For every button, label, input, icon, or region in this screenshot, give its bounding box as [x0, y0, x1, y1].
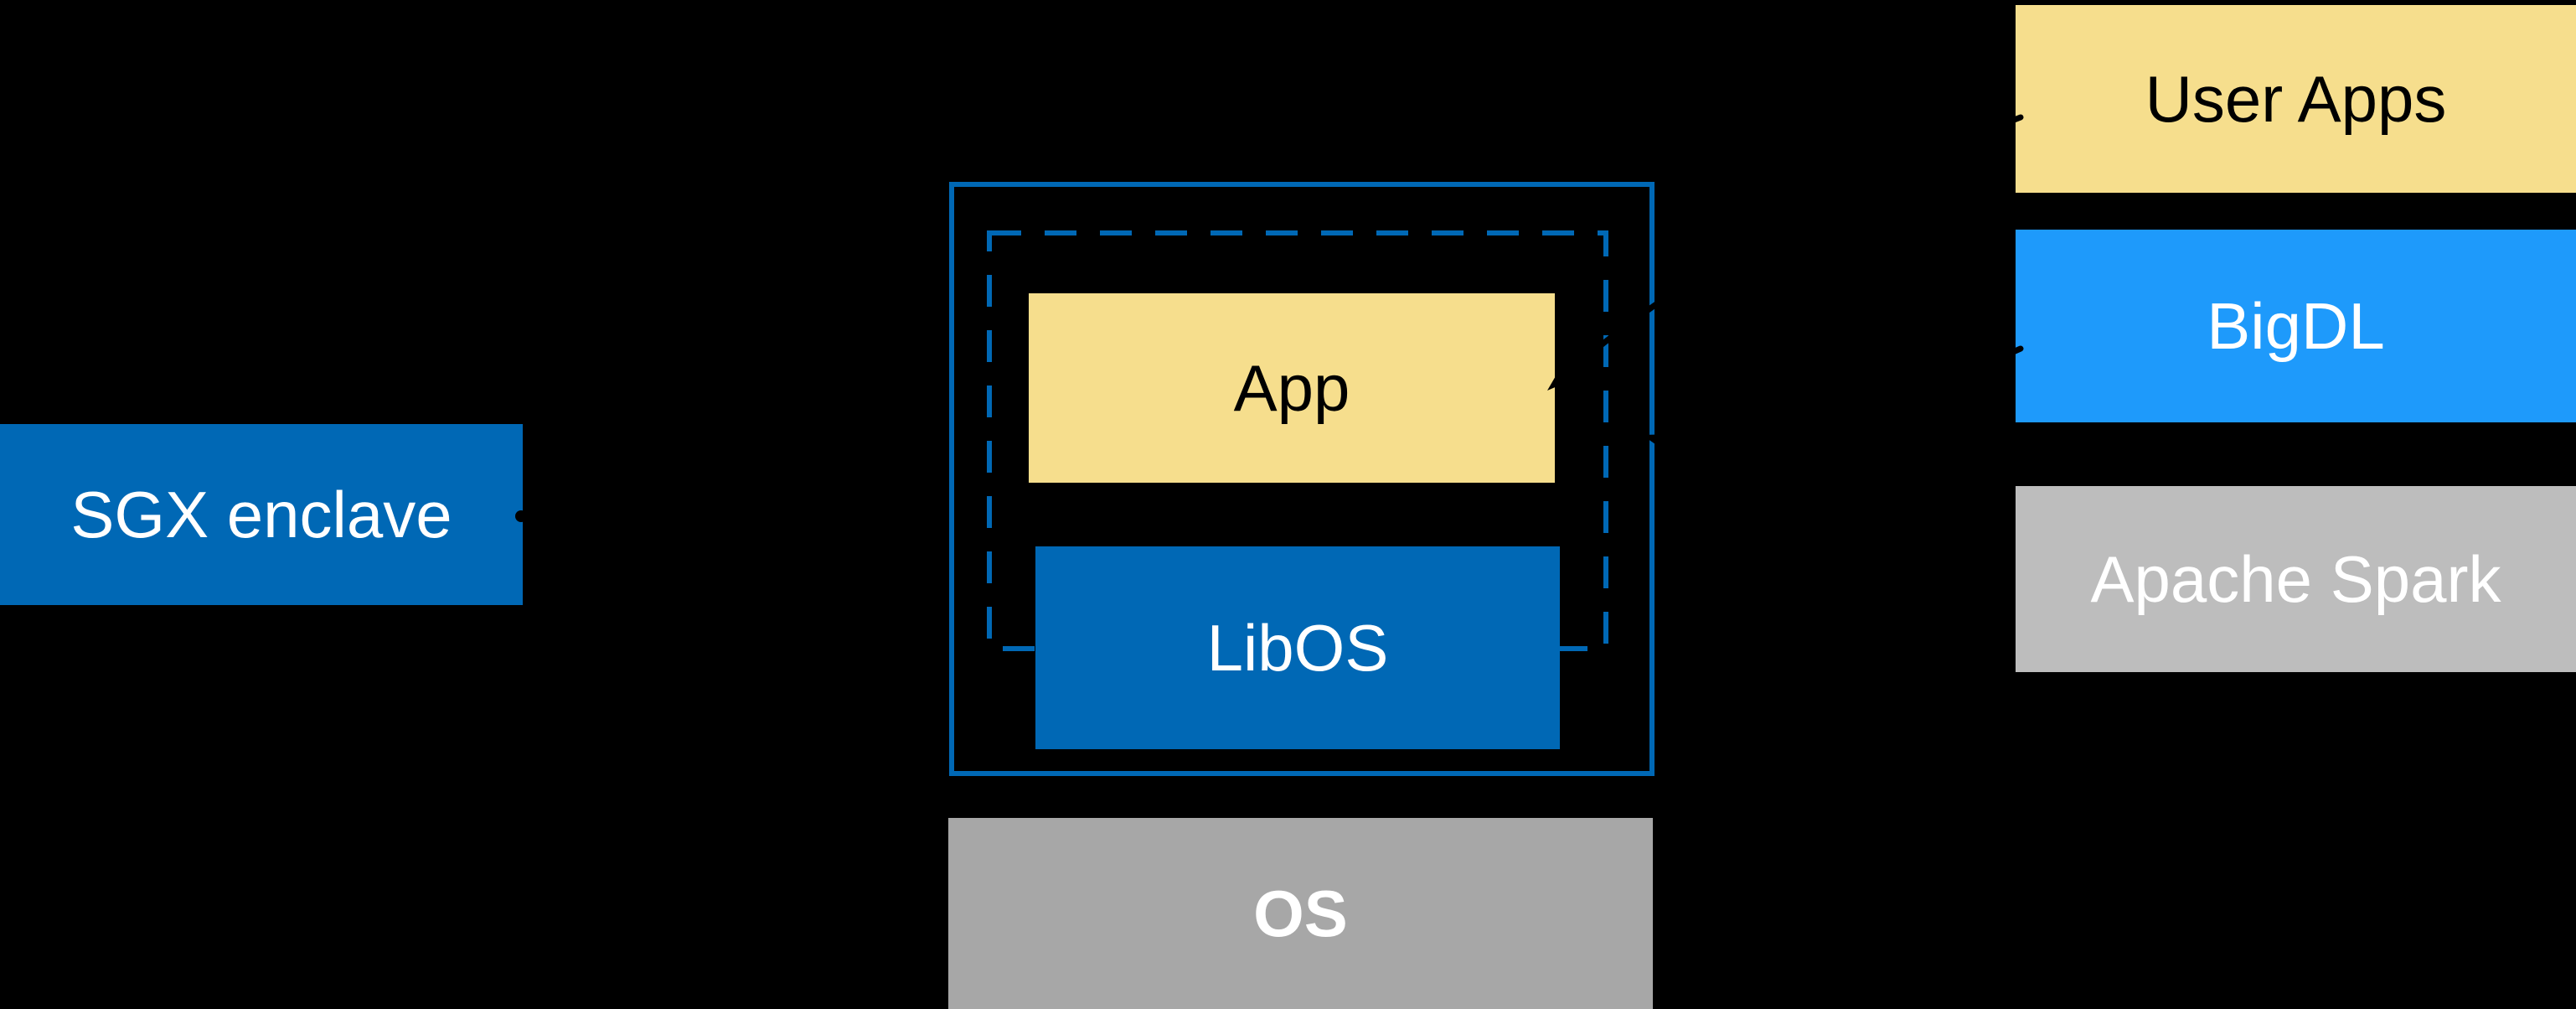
arrow-shaft: [518, 510, 926, 520]
arrow-shaft: [1659, 345, 2024, 449]
bigdl-box: BigDL: [2016, 230, 2576, 422]
os-label: OS: [1253, 877, 1348, 950]
arrow-sgx-label-to-enclave: [515, 504, 946, 522]
user-apps-label: User Apps: [2145, 62, 2447, 136]
arrow-user-apps-to-app: [1547, 114, 2024, 391]
app-box: App: [1029, 293, 1555, 483]
enclave-outline-box: [949, 182, 1655, 776]
apache-spark-box: Apache Spark: [2016, 486, 2576, 672]
bigdl-label: BigDL: [2207, 289, 2385, 363]
sgx-enclave-label-box: SGX enclave: [0, 424, 523, 605]
libos-label: LibOS: [1206, 611, 1389, 685]
arrow-head-icon: [1547, 365, 1575, 391]
arrow-shaft: [1553, 114, 2024, 385]
libos-box: LibOS: [1035, 546, 1560, 749]
arrow-head-icon: [1642, 434, 1675, 453]
arrow-bigdl-to-enclave: [1642, 345, 2024, 453]
app-label: App: [1233, 351, 1350, 425]
arrow-head-icon: [922, 504, 946, 522]
os-box: OS: [948, 818, 1653, 1009]
user-apps-box: User Apps: [2016, 5, 2576, 193]
sgx-enclave-label: SGX enclave: [70, 478, 452, 551]
apache-spark-label: Apache Spark: [2090, 542, 2501, 616]
